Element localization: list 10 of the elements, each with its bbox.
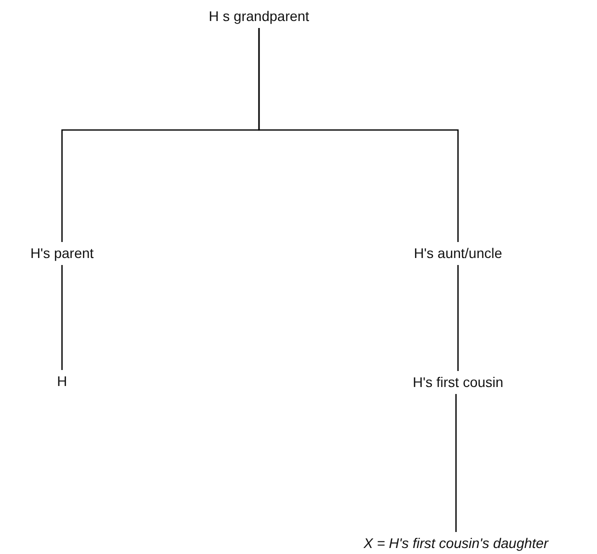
tree-label: H s grandparent bbox=[208, 8, 310, 25]
connector-line bbox=[258, 28, 459, 242]
tree-label: H's first cousin bbox=[412, 374, 504, 391]
connector-line bbox=[455, 394, 457, 532]
tree-label: H's aunt/uncle bbox=[414, 245, 502, 262]
connector-line bbox=[457, 265, 459, 371]
tree-label: X = H's first cousin's daughter bbox=[364, 535, 548, 552]
tree-label: H bbox=[56, 373, 68, 390]
connector-line bbox=[61, 265, 63, 370]
tree-label: H's parent bbox=[30, 245, 94, 262]
